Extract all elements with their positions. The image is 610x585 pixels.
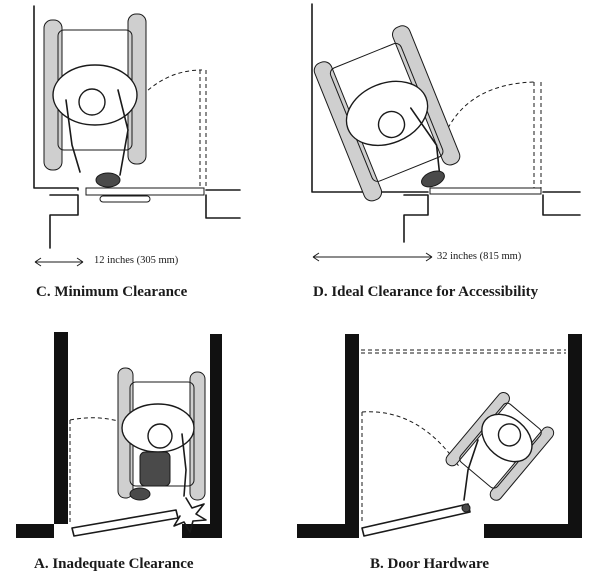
panel-a-right-wall <box>182 334 222 538</box>
panel-d-lower-wall <box>403 194 429 243</box>
panel-d-drawing <box>311 3 581 243</box>
panel-a-person-arm <box>181 433 187 497</box>
panel-d-dimension-line <box>312 252 433 262</box>
panel-c-room-outline <box>33 5 79 191</box>
panel-b-drawing <box>297 334 582 538</box>
panel-d-person-feet <box>421 170 445 188</box>
panel-c-pull-handle <box>99 195 151 203</box>
panel-d-dimension-label: 32 inches (815 mm) <box>437 251 522 262</box>
panel-a-impact-burst <box>173 497 207 533</box>
panel-c-person-arm-left <box>65 99 81 173</box>
panel-d-room-outline <box>311 3 429 193</box>
panel-d-open-door <box>533 82 542 188</box>
panel-d-jamb <box>542 191 581 216</box>
panel-b-right-wall <box>484 334 582 538</box>
panel-c-caption: C. Minimum Clearance <box>36 284 188 300</box>
panel-d-caption: D. Ideal Clearance for Accessibility <box>313 284 539 300</box>
panel-a-caption: A. Inadequate Clearance <box>34 556 194 572</box>
panel-c-open-door <box>199 70 207 188</box>
panel-c-lower-wall <box>49 194 79 249</box>
panel-c-person-head <box>78 88 106 116</box>
panel-b-door-handle <box>461 503 471 513</box>
panel-c-threshold <box>85 187 205 196</box>
panel-b-door-swing-arc <box>361 411 461 469</box>
panel-c-person-feet <box>95 172 121 188</box>
panel-b-caption: B. Door Hardware <box>370 556 490 572</box>
panel-c-door-swing-arc <box>137 69 203 101</box>
panel-d-person-head <box>377 110 406 139</box>
panel-c-dimension-line <box>34 257 84 267</box>
panel-a-person-feet <box>129 487 151 501</box>
panel-b-top-dashed-line <box>361 349 566 354</box>
panel-c-dimension-label: 12 inches (305 mm) <box>94 255 179 266</box>
panel-b-person-arm <box>463 439 479 501</box>
panel-a-door-swing-arc <box>69 417 129 425</box>
panel-c-drawing <box>33 5 241 249</box>
panel-c-jamb <box>205 189 241 219</box>
panel-a-door-slab <box>71 509 179 537</box>
panel-b-door-slab <box>361 503 471 537</box>
panel-d-person-arm <box>409 107 441 175</box>
panel-a-person-head <box>147 423 173 449</box>
panel-a-left-wall <box>16 332 68 538</box>
panel-c-person-arm <box>117 89 129 176</box>
panel-b-left-wall <box>297 334 359 538</box>
panel-a-person-legs <box>139 451 171 487</box>
panel-a-drawing <box>16 332 222 538</box>
panel-d-door-swing-arc <box>447 81 535 129</box>
panel-d-threshold <box>429 187 542 195</box>
panel-b-person-head <box>497 423 522 447</box>
